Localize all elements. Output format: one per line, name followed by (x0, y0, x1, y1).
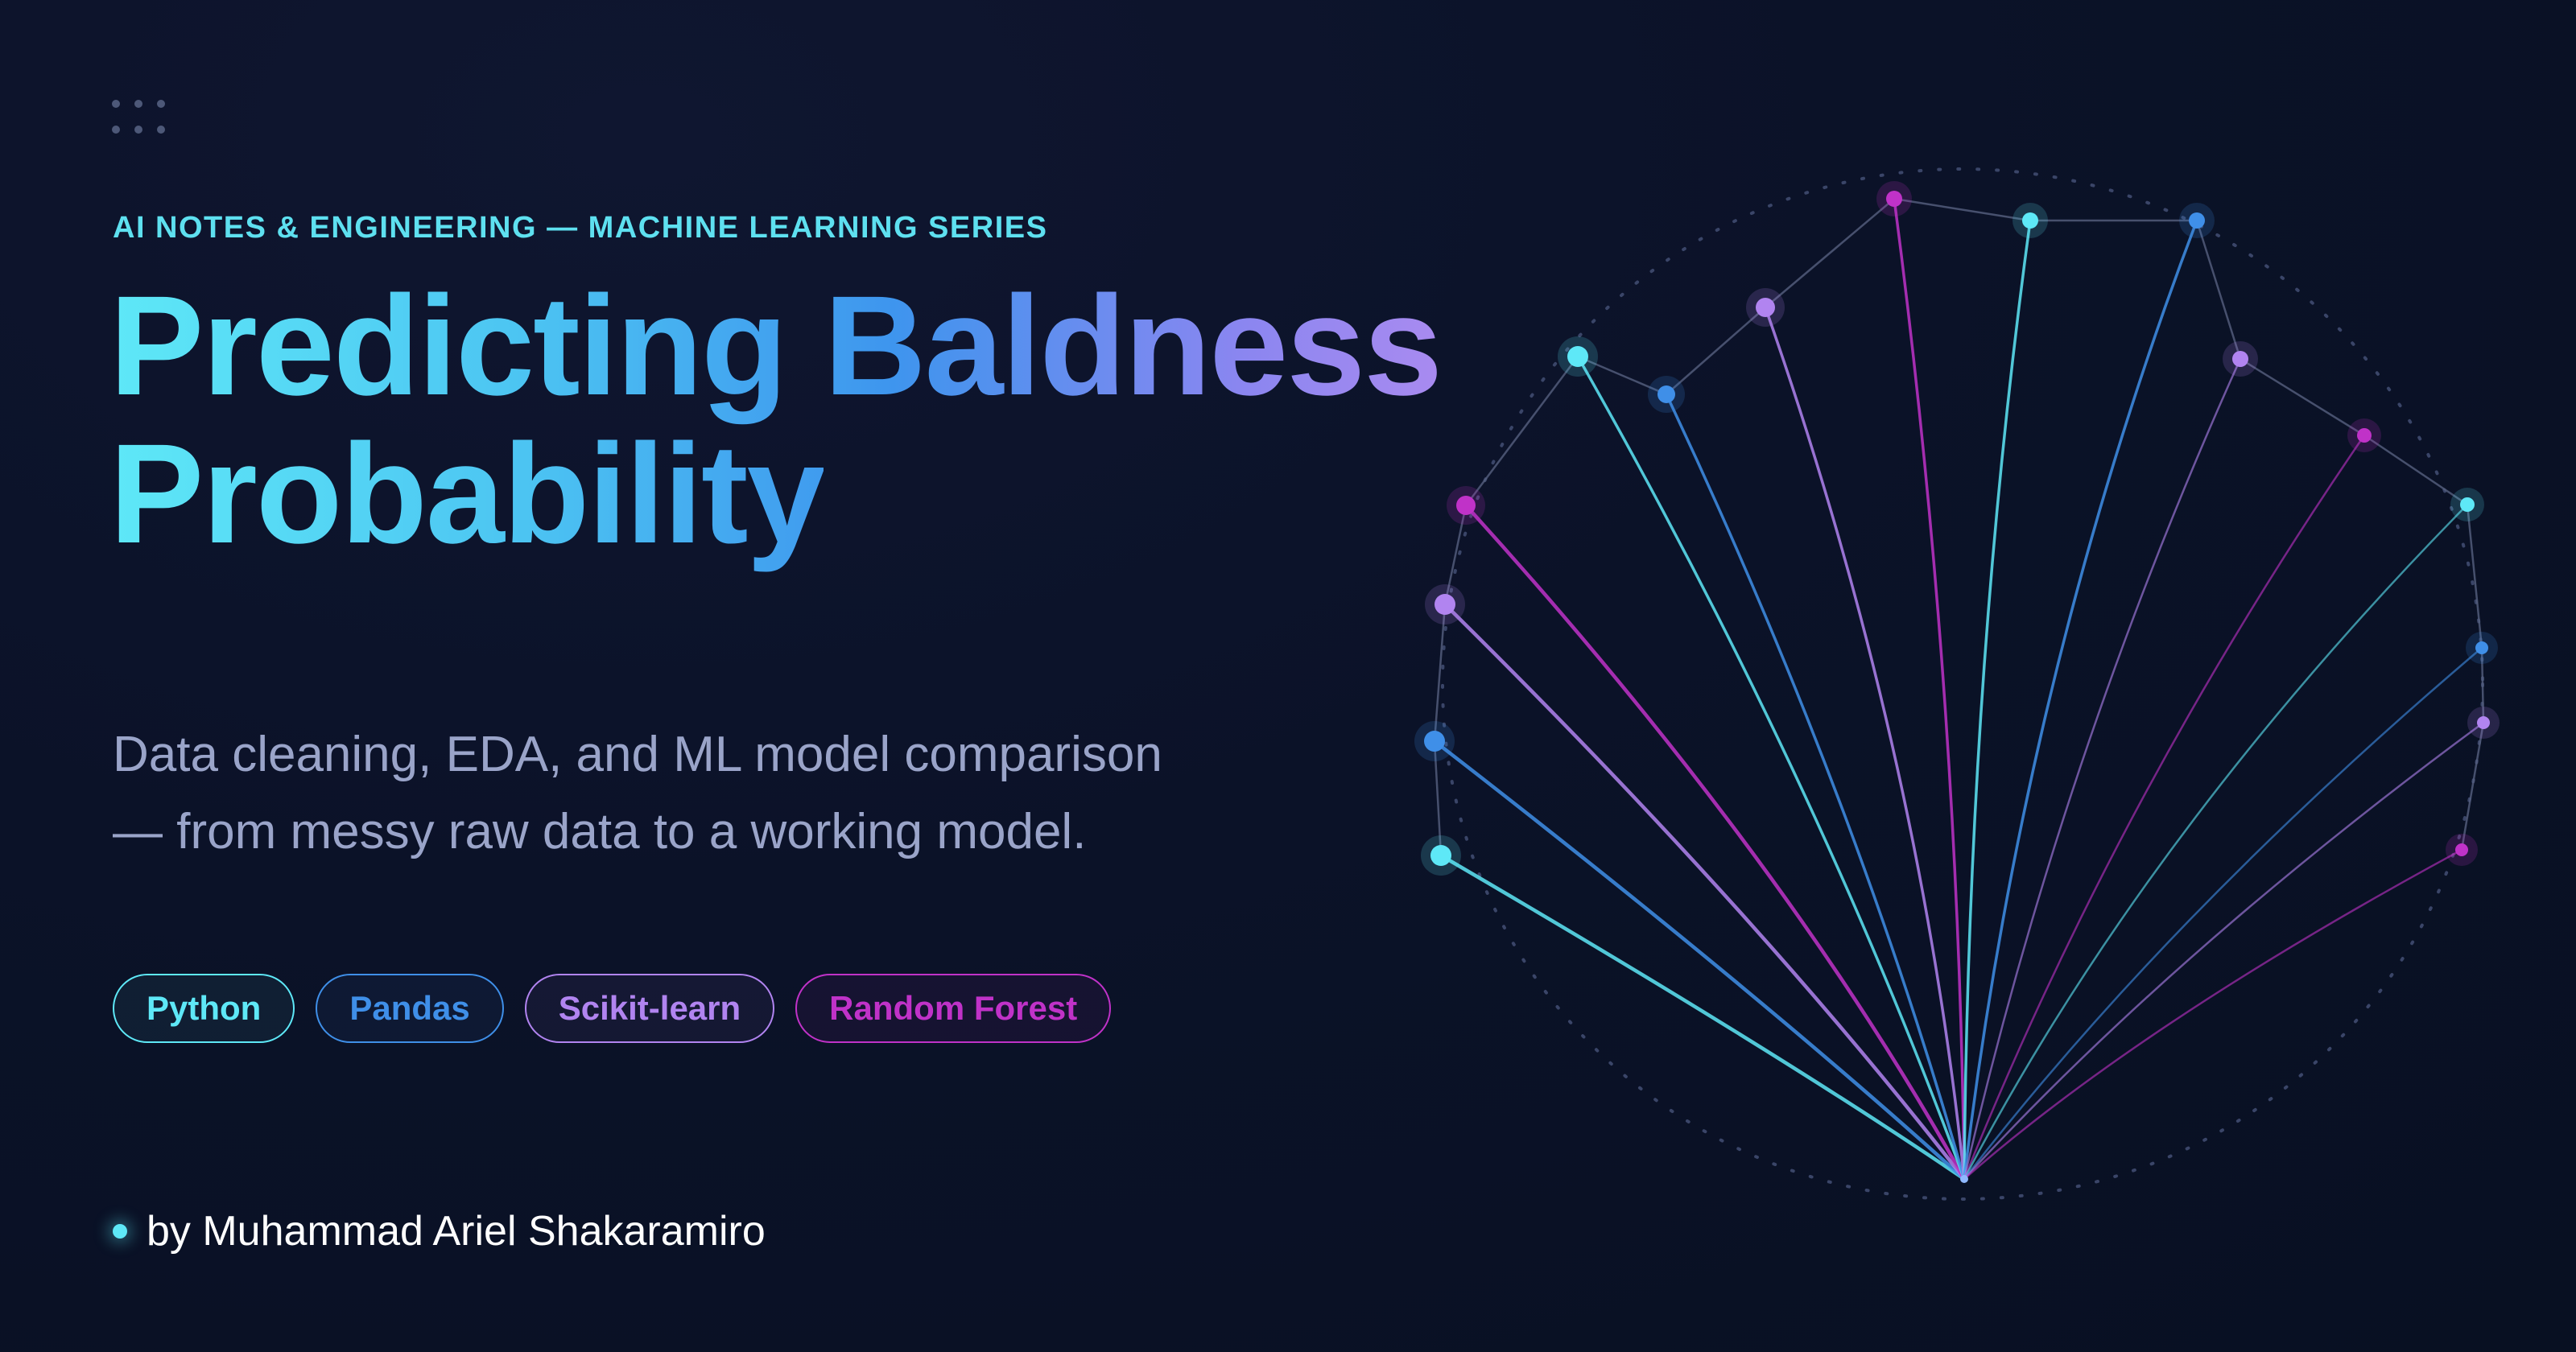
tag-label: Scikit-learn (558, 989, 741, 1027)
connection-line (1665, 394, 1966, 1180)
connection-line (1443, 603, 1966, 1181)
connection-line (1963, 647, 2483, 1180)
node (2455, 843, 2468, 856)
node (1756, 298, 1775, 317)
connection-line (1963, 848, 2462, 1180)
tag-label: Python (147, 989, 262, 1027)
node (1430, 845, 1451, 866)
node (1567, 346, 1588, 367)
connection-line (1963, 721, 2484, 1180)
connection-line (1963, 358, 2242, 1180)
node (2357, 428, 2372, 443)
author-name: by Muhammad Ariel Shakaramiro (147, 1208, 766, 1255)
series-label: AI NOTES & ENGINEERING — MACHINE LEARNIN… (113, 211, 1048, 245)
node (1435, 594, 1455, 615)
node (2477, 716, 2490, 729)
node (1424, 731, 1445, 752)
connection-line (1963, 220, 2198, 1180)
node (2460, 497, 2475, 512)
title-word-baldness: Baldness (824, 267, 1443, 425)
connection-line (1963, 435, 2366, 1180)
tag-label: Pandas (349, 989, 470, 1027)
connection-line (1433, 740, 1966, 1181)
connection-line (1464, 504, 1966, 1181)
connection-line (1764, 307, 1966, 1180)
tag-label: Random Forest (829, 989, 1078, 1027)
description-line-2: — from messy raw data to a working model… (113, 804, 1087, 859)
connection-line (1439, 854, 1966, 1181)
tag-scikit-learn[interactable]: Scikit-learn (524, 974, 775, 1043)
connection-line (1963, 504, 2468, 1180)
title-word-predicting: Predicting (109, 267, 788, 425)
node (2189, 212, 2205, 229)
node (2022, 212, 2038, 229)
description-line-1: Data cleaning, EDA, and ML model compari… (113, 727, 1162, 782)
status-dot-icon (113, 1224, 127, 1239)
hub-node (1960, 1175, 1968, 1183)
tag-python[interactable]: Python (113, 974, 295, 1043)
node (1456, 496, 1476, 515)
connection-line (1576, 356, 1966, 1180)
node (2232, 351, 2248, 367)
tag-pandas[interactable]: Pandas (316, 974, 504, 1043)
dots-grid-icon (112, 100, 168, 135)
author-byline: by Muhammad Ariel Shakaramiro (113, 1207, 766, 1255)
connection-line (1963, 220, 2032, 1180)
node (2475, 641, 2488, 654)
perimeter-chain (1433, 197, 2485, 856)
title-word-probability: Probability (109, 415, 825, 573)
tag-list: Python Pandas Scikit-learn Random Forest (113, 974, 1112, 1043)
page-title: Predicting Baldness Probability (109, 272, 1443, 568)
node (1657, 385, 1675, 403)
connection-line (1893, 198, 1966, 1180)
description: Data cleaning, EDA, and ML model compari… (113, 716, 1352, 871)
node (1886, 191, 1902, 207)
tag-random-forest[interactable]: Random Forest (795, 974, 1112, 1043)
